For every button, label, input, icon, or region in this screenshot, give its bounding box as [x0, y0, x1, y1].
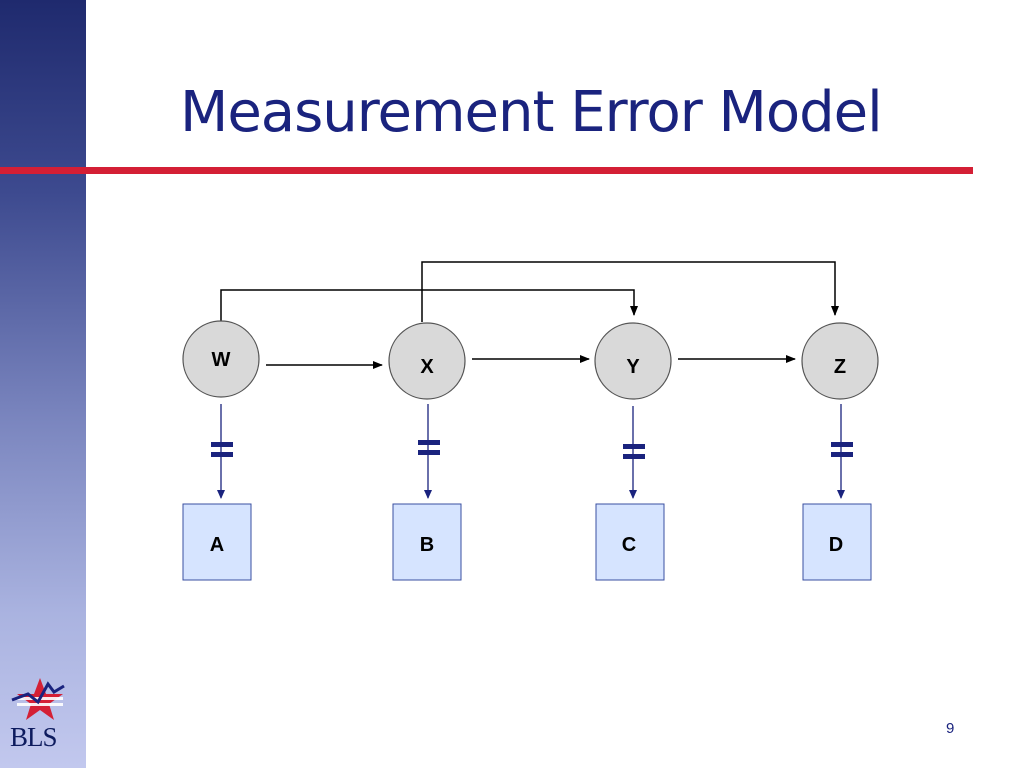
equals-sign-icon: [623, 444, 645, 459]
observed-node-b-label: B: [420, 534, 434, 556]
latent-node-z-label: Z: [834, 356, 846, 378]
edge-x-to-z: [421, 261, 839, 322]
page-number: 9: [946, 720, 955, 737]
measurement-edge-z-to-d: [831, 404, 853, 499]
observed-node-c: C: [595, 503, 665, 581]
title-underline-rule: [0, 167, 973, 174]
slide-sidebar-gradient: [0, 0, 86, 768]
equals-sign-icon: [211, 442, 233, 457]
observed-node-c-label: C: [622, 534, 636, 556]
edge-w-to-y: [220, 289, 638, 322]
latent-node-w: W: [182, 320, 260, 398]
latent-node-x: X: [388, 322, 466, 400]
latent-node-x-label: X: [420, 356, 434, 378]
equals-sign-icon: [418, 440, 440, 455]
observed-node-d: D: [802, 503, 872, 581]
bls-logo-text: BLS: [10, 722, 58, 752]
observed-node-a-label: A: [210, 534, 224, 556]
observed-node-a: A: [182, 503, 252, 581]
measurement-edge-x-to-b: [418, 404, 440, 499]
bls-star-logo-icon: [11, 678, 65, 720]
measurement-edge-w-to-a: [211, 404, 233, 499]
observed-node-d-label: D: [829, 534, 843, 556]
latent-node-y-label: Y: [626, 356, 640, 378]
latent-node-z: Z: [801, 322, 879, 400]
latent-node-y: Y: [594, 322, 672, 400]
observed-node-b: B: [392, 503, 462, 581]
latent-node-w-label: W: [212, 349, 231, 371]
slide-title: Measurement Error Model: [180, 80, 883, 145]
measurement-edge-y-to-c: [623, 406, 645, 499]
equals-sign-icon: [831, 442, 853, 457]
